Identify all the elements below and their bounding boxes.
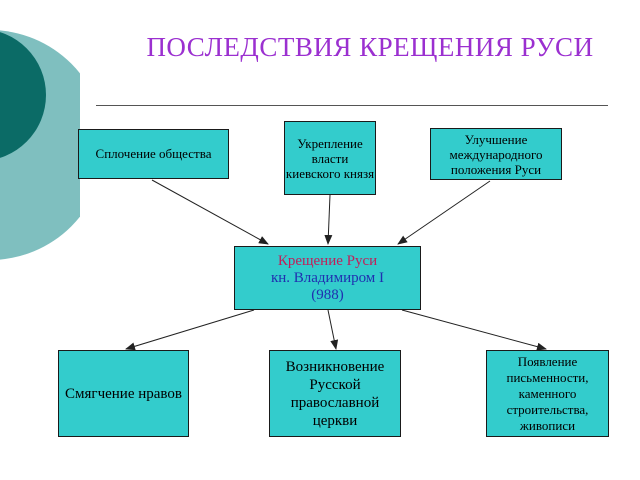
page-title: ПОСЛЕДСТВИЯ КРЕЩЕНИЯ РУСИ	[146, 32, 594, 62]
center-line-3: (988)	[311, 286, 344, 303]
inner-circle	[0, 32, 46, 158]
title-divider	[96, 105, 608, 106]
box-unity: Сплочение общества	[78, 129, 229, 179]
box-international: Улучшение международного положения Руси	[430, 128, 562, 180]
box-international-label: Улучшение международного положения Руси	[449, 131, 543, 177]
center-line-1: Крещение Руси	[277, 252, 378, 269]
box-power: Укрепление власти киевского князя	[284, 121, 376, 195]
box-writing: Появление письменности, каменного строит…	[486, 350, 609, 437]
arrow-center-to-writing	[401, 309, 547, 351]
box-church-label: Возникновение Русской православной церкв…	[285, 358, 385, 429]
box-church: Возникновение Русской православной церкв…	[269, 350, 401, 437]
arrow-center-to-softening	[125, 309, 255, 351]
box-center: Крещение Руси кн. Владимиром I (988)	[234, 246, 421, 310]
box-softening: Смягчение нравов	[58, 350, 189, 437]
box-writing-label: Появление письменности, каменного строит…	[506, 353, 589, 433]
decorative-circles	[0, 30, 80, 260]
arrow-center-to-church	[327, 309, 339, 350]
box-unity-label: Сплочение общества	[95, 146, 212, 161]
arrow-power-to-center	[324, 194, 333, 245]
box-softening-label: Смягчение нравов	[65, 385, 182, 402]
arrow-intl-to-center	[397, 180, 491, 245]
center-line-2: кн. Владимиром I	[270, 269, 385, 286]
arrow-unity-to-center	[151, 179, 269, 245]
box-power-label: Укрепление власти киевского князя	[285, 135, 375, 181]
